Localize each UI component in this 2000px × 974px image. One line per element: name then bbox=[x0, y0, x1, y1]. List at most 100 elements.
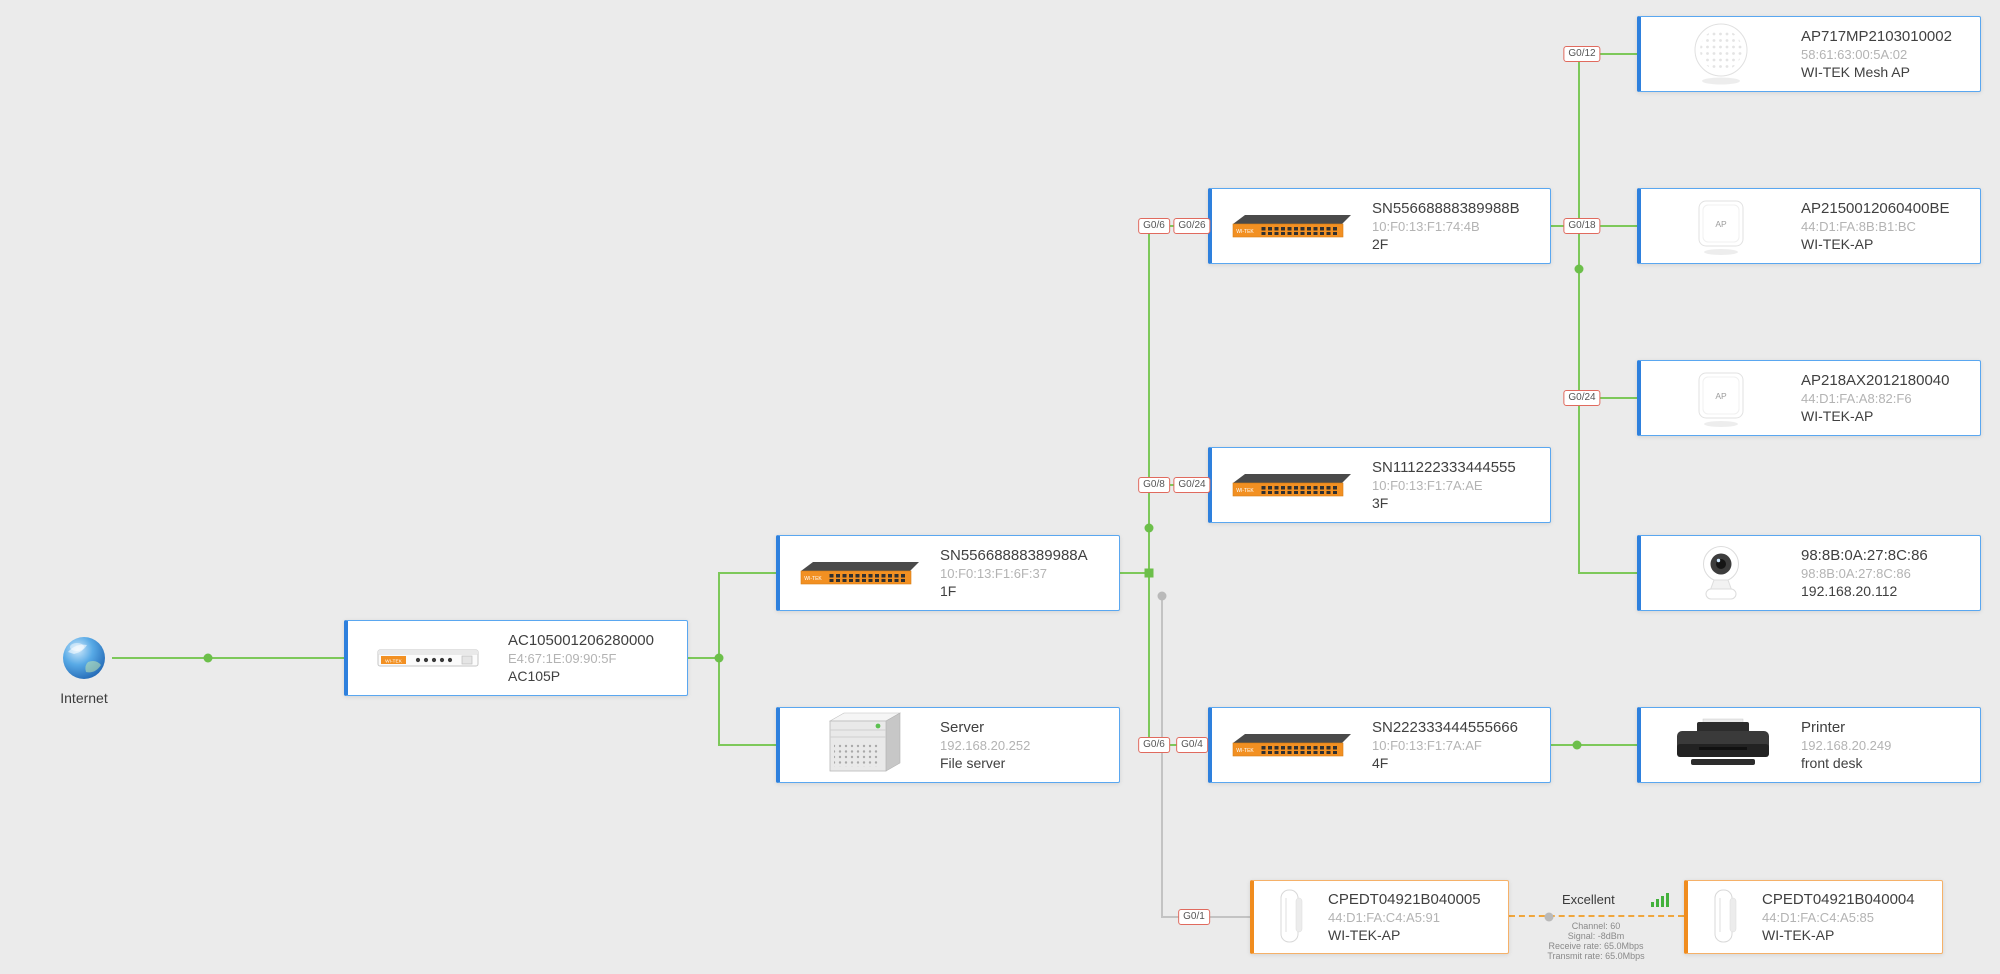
node-card-cpe-1[interactable]: CPEDT04921B040005 44:D1:FA:C4:A5:91 WI-T… bbox=[1250, 880, 1509, 954]
link-to-switch-1f bbox=[718, 572, 776, 574]
node-mac: 44:D1:FA:C4:A5:91 bbox=[1328, 910, 1441, 925]
port-badge: G0/18 bbox=[1563, 218, 1601, 234]
wireless-link-line bbox=[1509, 915, 1684, 917]
port-badge: G0/12 bbox=[1563, 46, 1601, 62]
node-label: WI-TEK-AP bbox=[1762, 927, 1835, 943]
link-router-junction bbox=[688, 657, 719, 659]
node-mac: 44:D1:FA:A8:82:F6 bbox=[1801, 391, 1912, 406]
link-switch1f-trunk bbox=[1120, 572, 1149, 574]
node-name: CPEDT04921B040004 bbox=[1762, 891, 1915, 908]
link-dot bbox=[1144, 523, 1154, 533]
ap-icon: AP bbox=[1641, 194, 1801, 258]
svg-text:WI-TEK: WI-TEK bbox=[385, 658, 403, 664]
node-card-printer[interactable]: Printer 192.168.20.249 front desk bbox=[1637, 707, 1981, 783]
link-to-server bbox=[718, 744, 776, 746]
wireless-receive-rate: Receive rate: 65.0Mbps bbox=[1548, 941, 1644, 951]
node-name: AP717MP2103010002 bbox=[1801, 28, 1952, 45]
trunk-switch2f-vertical bbox=[1578, 53, 1580, 574]
svg-text:WI-TEK: WI-TEK bbox=[804, 576, 822, 582]
node-mac: 10:F0:13:F1:6F:37 bbox=[940, 566, 1047, 581]
node-name: AC105001206280000 bbox=[508, 632, 654, 649]
svg-text:WI-TEK: WI-TEK bbox=[1236, 229, 1254, 235]
camera-icon bbox=[1641, 539, 1801, 607]
node-name: AP2150012060400BE bbox=[1801, 200, 1950, 217]
node-mac: 44:D1:FA:C4:A5:85 bbox=[1762, 910, 1875, 925]
node-label: WI-TEK Mesh AP bbox=[1801, 64, 1910, 80]
node-mac: 10:F0:13:F1:7A:AE bbox=[1372, 478, 1483, 493]
node-card-switch-3f[interactable]: WI-TEK SN111222333444555 10:F0:13:F1:7A:… bbox=[1208, 447, 1551, 523]
node-label: WI-TEK-AP bbox=[1328, 927, 1401, 943]
node-label: 2F bbox=[1372, 236, 1389, 252]
node-name: 98:8B:0A:27:8C:86 bbox=[1801, 547, 1928, 564]
node-mac: E4:67:1E:09:90:5F bbox=[508, 651, 617, 666]
port-badge: G0/24 bbox=[1563, 390, 1601, 406]
node-name: SN111222333444555 bbox=[1372, 459, 1516, 476]
switch-icon: WI-TEK bbox=[780, 554, 940, 592]
port-badge: G0/6 bbox=[1138, 218, 1170, 234]
node-name: Server bbox=[940, 719, 985, 736]
svg-text:WI-TEK: WI-TEK bbox=[1236, 488, 1254, 494]
node-name: SN222333444555666 bbox=[1372, 719, 1518, 736]
switch-icon: WI-TEK bbox=[1212, 726, 1372, 764]
link-dot bbox=[1572, 740, 1582, 750]
node-card-camera[interactable]: 98:8B:0A:27:8C:86 98:8B:0A:27:8C:86 192.… bbox=[1637, 535, 1981, 611]
port-badge: G0/6 bbox=[1138, 737, 1170, 753]
node-mac: 192.168.20.249 bbox=[1801, 738, 1892, 753]
node-name: Printer bbox=[1801, 719, 1846, 736]
node-card-switch-2f[interactable]: WI-TEK SN55668888389988B 10:F0:13:F1:74:… bbox=[1208, 188, 1551, 264]
switch-icon: WI-TEK bbox=[1212, 207, 1372, 245]
link-to-cpe-vertical bbox=[1161, 596, 1163, 917]
switch-icon: WI-TEK bbox=[1212, 466, 1372, 504]
node-label: 4F bbox=[1372, 755, 1389, 771]
node-card-switch-4f[interactable]: WI-TEK SN222333444555666 10:F0:13:F1:7A:… bbox=[1208, 707, 1551, 783]
node-name: AP218AX2012180040 bbox=[1801, 372, 1950, 389]
cpe-icon bbox=[1254, 886, 1328, 948]
link-to-mesh-ap bbox=[1578, 53, 1637, 55]
link-switch4f-printer bbox=[1551, 744, 1637, 746]
wireless-transmit-rate: Transmit rate: 65.0Mbps bbox=[1547, 951, 1645, 961]
node-internet[interactable]: Internet bbox=[39, 632, 129, 706]
node-name: SN55668888389988A bbox=[940, 547, 1088, 564]
wireless-quality-label: Excellent bbox=[1562, 892, 1615, 907]
node-mac: 10:F0:13:F1:7A:AF bbox=[1372, 738, 1482, 753]
cpe-icon bbox=[1688, 886, 1762, 948]
port-badge: G0/4 bbox=[1176, 737, 1208, 753]
node-mac: 44:D1:FA:8B:B1:BC bbox=[1801, 219, 1916, 234]
link-dot bbox=[1574, 264, 1584, 274]
node-card-switch-1f[interactable]: WI-TEK SN55668888389988A 10:F0:13:F1:6F:… bbox=[776, 535, 1120, 611]
node-name: SN55668888389988B bbox=[1372, 200, 1520, 217]
link-dot-inactive bbox=[1157, 591, 1167, 601]
ap-icon: AP bbox=[1641, 366, 1801, 430]
printer-icon bbox=[1641, 717, 1801, 773]
node-label: 1F bbox=[940, 583, 957, 599]
wireless-channel: Channel: 60 bbox=[1571, 921, 1621, 931]
port-badge: G0/8 bbox=[1138, 477, 1170, 493]
router-icon: WI-TEK bbox=[348, 637, 508, 679]
server-icon bbox=[780, 711, 940, 779]
signal-bars-icon bbox=[1650, 893, 1669, 907]
node-label: 3F bbox=[1372, 495, 1389, 511]
node-card-router[interactable]: WI-TEK AC105001206280000 E4:67:1E:09:90:… bbox=[344, 620, 688, 696]
node-label: 192.168.20.112 bbox=[1801, 583, 1898, 599]
node-card-cpe-2[interactable]: CPEDT04921B040004 44:D1:FA:C4:A5:85 WI-T… bbox=[1684, 880, 1943, 954]
node-name: CPEDT04921B040005 bbox=[1328, 891, 1481, 908]
node-mac: 58:61:63:00:5A:02 bbox=[1801, 47, 1908, 62]
link-to-ap218ax bbox=[1578, 397, 1637, 399]
wireless-link-quality-row: Excellent bbox=[1562, 892, 1669, 907]
node-card-ap218ax[interactable]: AP AP218AX2012180040 44:D1:FA:A8:82:F6 W… bbox=[1637, 360, 1981, 436]
node-label: WI-TEK-AP bbox=[1801, 408, 1874, 424]
link-to-camera bbox=[1578, 572, 1637, 574]
node-mac: 98:8B:0A:27:8C:86 bbox=[1801, 566, 1911, 581]
node-card-mesh-ap[interactable]: AP717MP2103010002 58:61:63:00:5A:02 WI-T… bbox=[1637, 16, 1981, 92]
node-mac: 10:F0:13:F1:74:4B bbox=[1372, 219, 1480, 234]
node-card-file-server[interactable]: Server 192.168.20.252 File server bbox=[776, 707, 1120, 783]
port-badge: G0/1 bbox=[1178, 909, 1210, 925]
node-mac: 192.168.20.252 bbox=[940, 738, 1031, 753]
node-card-ap2150[interactable]: AP AP2150012060400BE 44:D1:FA:8B:B1:BC W… bbox=[1637, 188, 1981, 264]
svg-text:AP: AP bbox=[1715, 391, 1727, 401]
internet-globe-icon bbox=[63, 637, 105, 679]
link-dot-inactive bbox=[1544, 912, 1554, 922]
link-junction-square bbox=[1144, 568, 1154, 578]
port-badge: G0/26 bbox=[1173, 218, 1211, 234]
